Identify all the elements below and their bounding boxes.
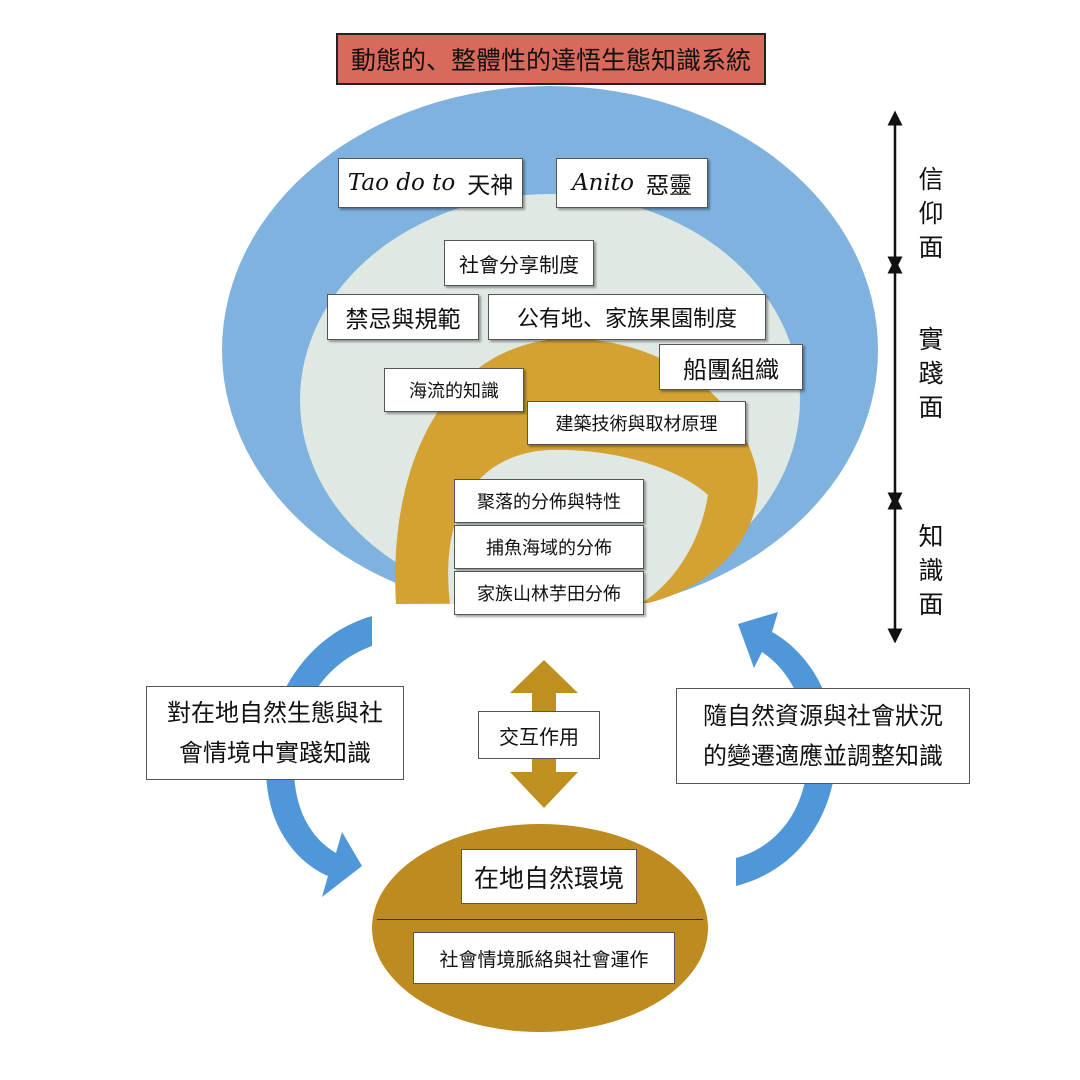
ocean-current-text: 海流的知識	[409, 381, 499, 402]
family-land-text: 家族山林芋田分佈	[477, 584, 621, 605]
social-context-box: 社會情境脈絡與社會運作	[413, 932, 675, 984]
social-sharing-text: 社會分享制度	[459, 252, 579, 277]
fishing-area-text: 捕魚海域的分佈	[486, 538, 612, 559]
boat-crew-box: 船團組織	[659, 344, 803, 390]
building-text: 建築技術與取材原理	[555, 414, 718, 435]
taboo-norms-text: 禁忌與規範	[345, 307, 461, 333]
title-text: 動態的、整體性的達悟生態知識系統	[350, 46, 751, 75]
tao-do-to-latin: Tao do to	[347, 170, 456, 196]
environment-text: 在地自然環境	[473, 863, 624, 893]
title-box: 動態的、整體性的達悟生態知識系統	[336, 33, 766, 85]
building-box: 建築技術與取材原理	[527, 401, 746, 445]
tao-do-to-box: Tao do to 天神	[338, 158, 523, 208]
right-adapt-box: 隨自然資源與社會狀況 的變遷適應並調整知識	[676, 688, 970, 784]
boat-crew-text: 船團組織	[683, 355, 779, 384]
public-land-text: 公有地、家族果園制度	[516, 307, 737, 332]
family-land-box: 家族山林芋田分佈	[454, 571, 644, 615]
left-practice-line-2: 會情境中實踐知識	[179, 739, 371, 767]
fishing-area-box: 捕魚海域的分佈	[454, 525, 644, 569]
belief-axis-label: 信 仰 面	[918, 165, 944, 262]
right-cycle-arrow	[736, 612, 836, 886]
anito-cjk: 惡靈	[645, 173, 692, 199]
public-land-box: 公有地、家族果園制度	[488, 294, 766, 340]
environment-box: 在地自然環境	[461, 849, 637, 904]
anito-box: Anito 惡靈	[556, 158, 708, 208]
social-context-text: 社會情境脈絡與社會運作	[439, 948, 649, 971]
right-adapt-line-2: 的變遷適應並調整知識	[703, 742, 943, 770]
social-sharing-box: 社會分享制度	[444, 240, 594, 286]
ocean-current-box: 海流的知識	[384, 368, 524, 412]
right-adapt-line-1: 隨自然資源與社會狀況	[703, 702, 943, 730]
left-practice-box: 對在地自然生態與社 會情境中實踐知識	[146, 686, 404, 780]
practice-axis-label: 實 踐 面	[918, 325, 944, 422]
left-practice-line-1: 對在地自然生態與社	[167, 699, 383, 727]
knowledge-axis-label: 知 識 面	[918, 522, 944, 619]
settlement-box: 聚落的分佈與特性	[454, 479, 644, 523]
anito-latin: Anito	[572, 170, 634, 196]
tao-do-to-cjk: 天神	[467, 173, 514, 199]
base-divider	[377, 919, 703, 920]
taboo-norms-box: 禁忌與規範	[327, 294, 479, 340]
interaction-text: 交互作用	[499, 724, 579, 749]
interaction-box: 交互作用	[478, 711, 600, 759]
settlement-text: 聚落的分佈與特性	[477, 492, 621, 513]
